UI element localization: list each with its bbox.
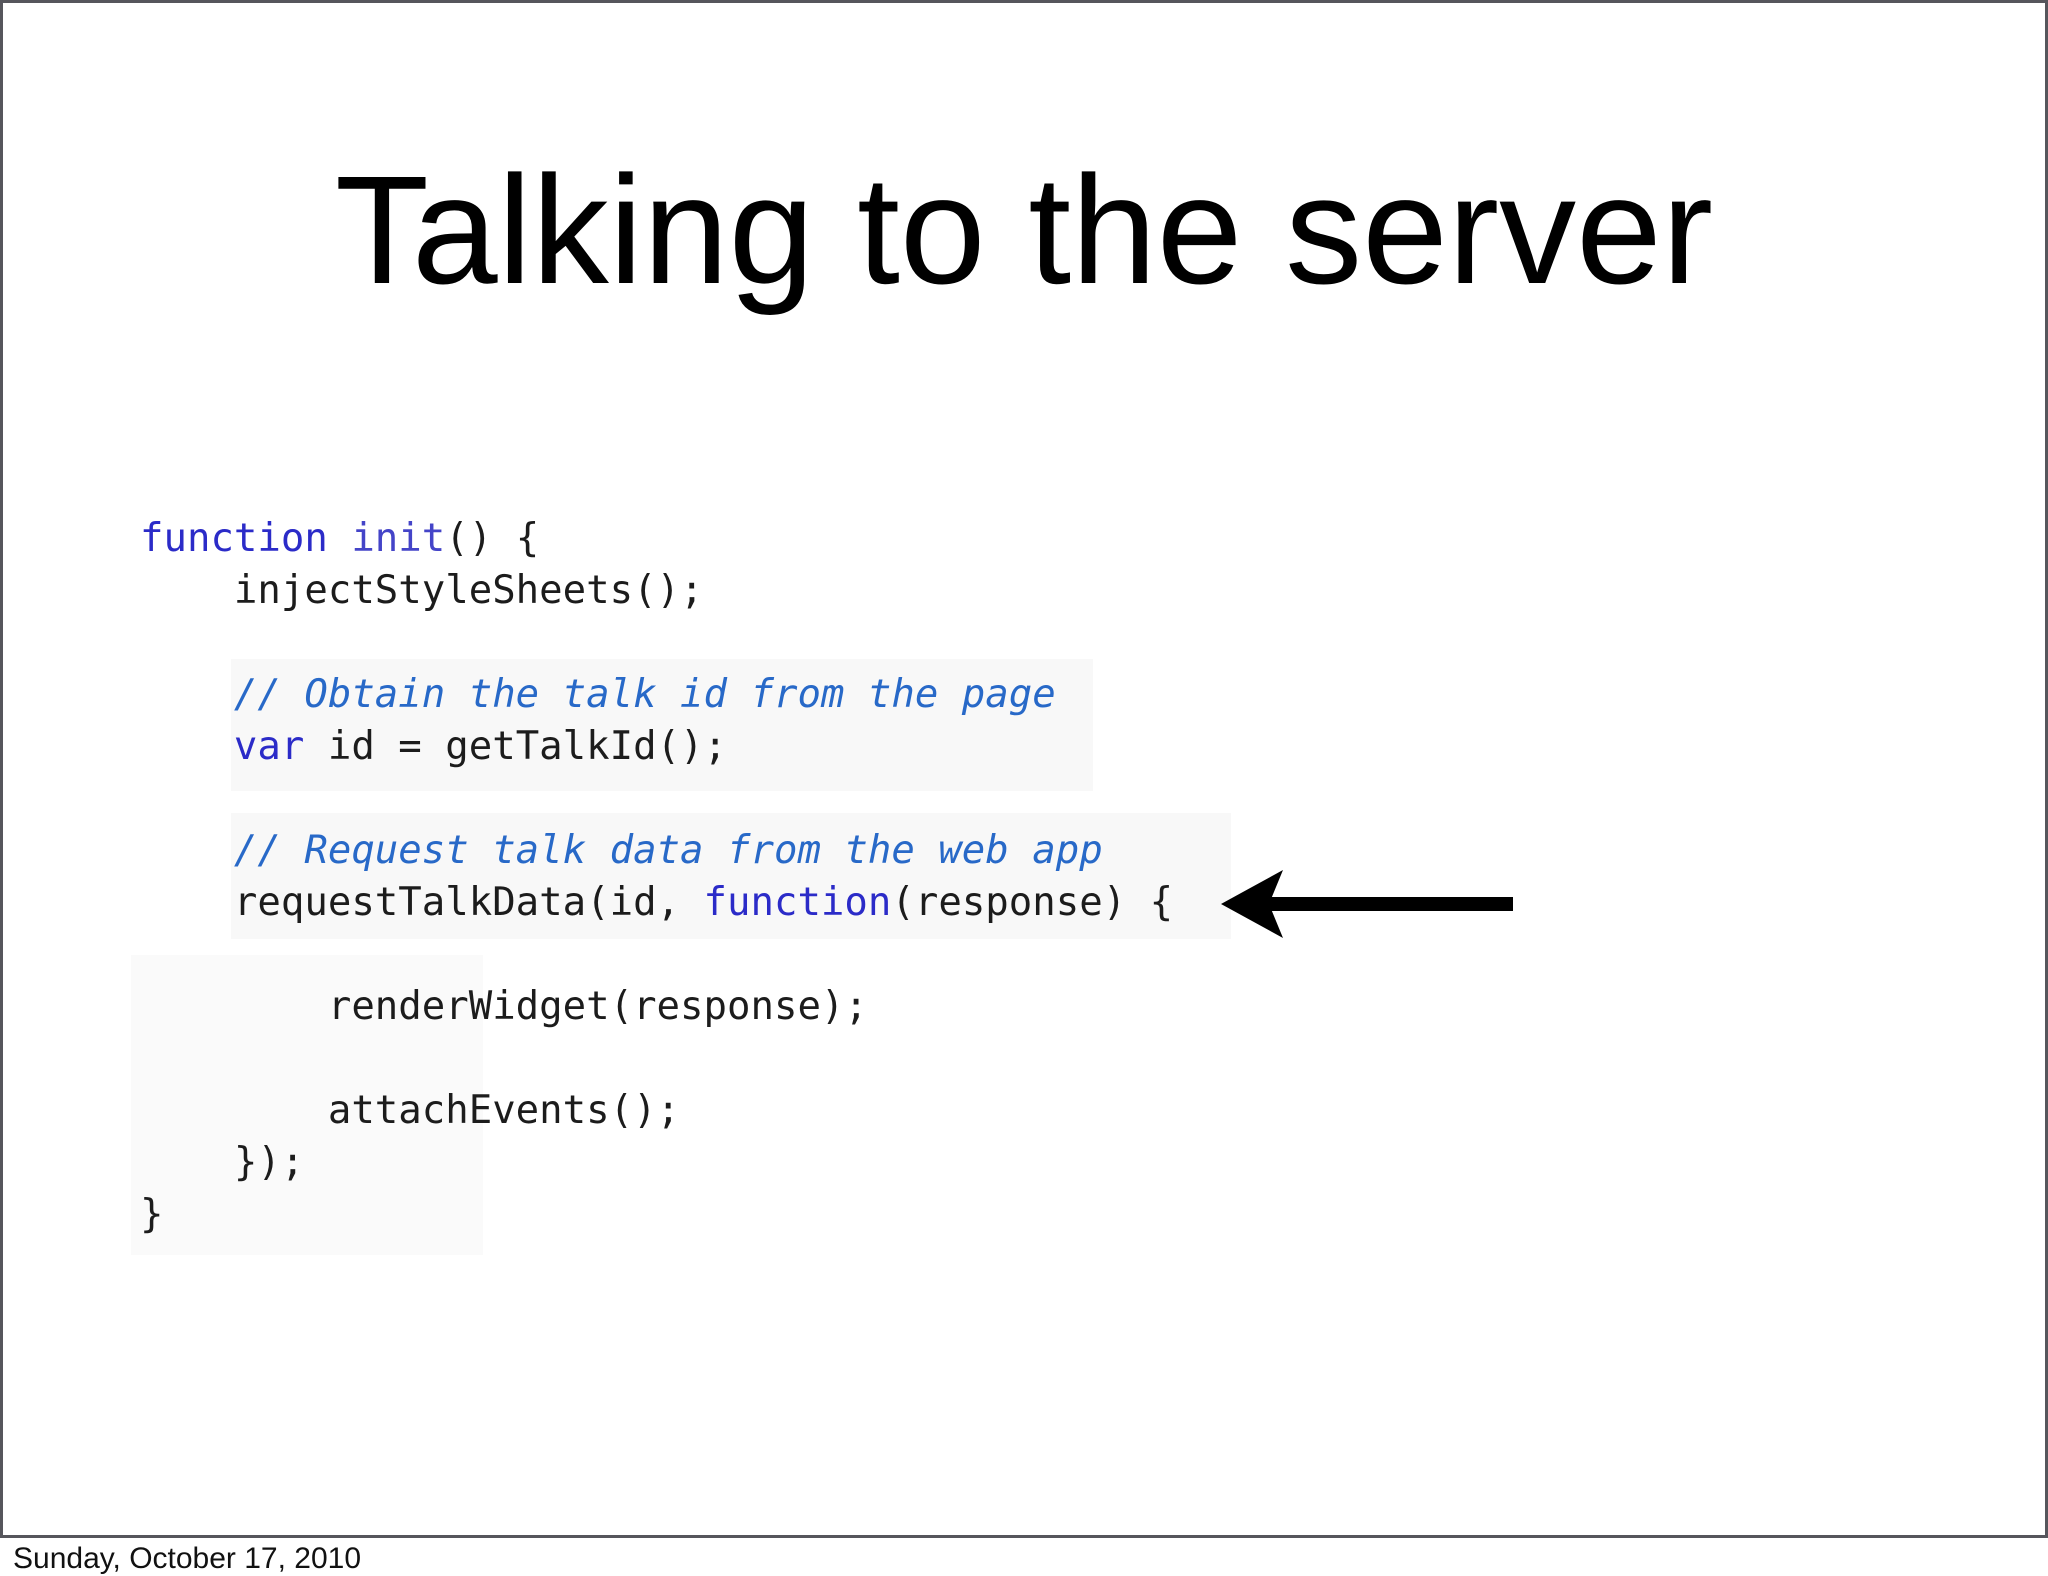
slide-frame: Talking to the server function init() { … bbox=[0, 0, 2048, 1538]
code-block: function init() { injectStyleSheets(); /… bbox=[140, 513, 1173, 1241]
code-line bbox=[140, 929, 1173, 981]
code-line: // Request talk data from the web app bbox=[140, 825, 1173, 877]
left-arrow-icon bbox=[1221, 870, 1513, 938]
code-token bbox=[140, 724, 234, 769]
code-token: // Obtain the talk id from the page bbox=[233, 672, 1056, 717]
code-token bbox=[140, 672, 234, 717]
code-line bbox=[140, 1033, 1173, 1085]
code-line bbox=[140, 773, 1173, 825]
code-token: () { bbox=[445, 516, 540, 561]
code-token: var bbox=[233, 724, 305, 769]
code-token: renderWidget(response); bbox=[140, 984, 868, 1029]
code-token bbox=[328, 516, 351, 561]
code-line: attachEvents(); bbox=[140, 1085, 1173, 1137]
code-token: init bbox=[351, 516, 446, 561]
code-line: var id = getTalkId(); bbox=[140, 721, 1173, 773]
code-token: function bbox=[140, 516, 328, 561]
code-line: // Obtain the talk id from the page bbox=[140, 669, 1173, 721]
code-token: }); bbox=[140, 1140, 305, 1185]
code-line: }); bbox=[140, 1137, 1173, 1189]
code-line: function init() { bbox=[140, 513, 1173, 565]
code-token bbox=[140, 828, 234, 873]
code-token: } bbox=[140, 1192, 164, 1237]
code-token: id = getTalkId(); bbox=[304, 724, 728, 769]
date-footer: Sunday, October 17, 2010 bbox=[13, 1542, 362, 1575]
code-line: requestTalkData(id, function(response) { bbox=[140, 877, 1173, 929]
code-token: requestTalkData(id, bbox=[140, 880, 704, 925]
code-token: (response) { bbox=[891, 880, 1174, 925]
code-token: function bbox=[703, 880, 892, 925]
code-token: // Request talk data from the web app bbox=[233, 828, 1103, 873]
code-token: attachEvents(); bbox=[140, 1088, 681, 1133]
code-line bbox=[140, 617, 1173, 669]
code-token: injectStyleSheets(); bbox=[140, 568, 704, 613]
code-line: renderWidget(response); bbox=[140, 981, 1173, 1033]
code-line: } bbox=[140, 1189, 1173, 1241]
slide-title: Talking to the server bbox=[334, 144, 1714, 316]
code-line: injectStyleSheets(); bbox=[140, 565, 1173, 617]
